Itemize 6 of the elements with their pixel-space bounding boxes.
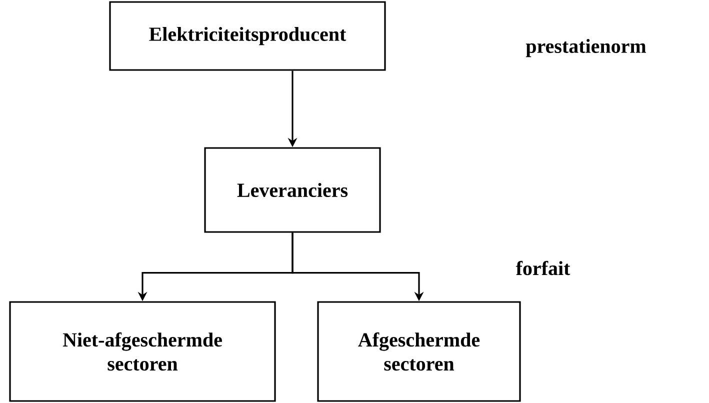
annotation-label: forfait [516,260,570,276]
annotation-label: prestatienorm [526,38,646,58]
process-box: Leveranciers [204,147,381,233]
process-box: Elektriciteitsproducent [109,1,386,71]
process-box: Afgeschermde sectoren [317,301,521,402]
process-box: Niet-afgeschermde sectoren [9,301,276,402]
